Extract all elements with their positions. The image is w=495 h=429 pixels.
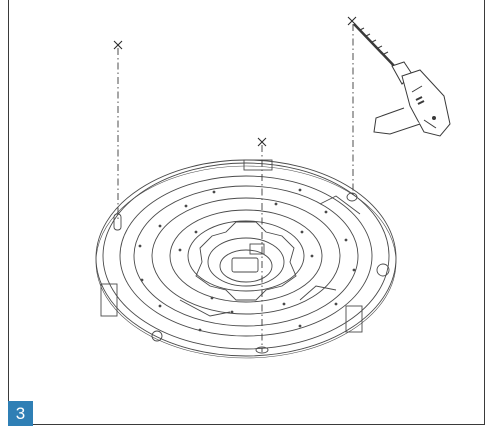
rib-cutout-a: [319, 195, 361, 215]
plate-rim-inner: [102, 162, 390, 350]
screw-boss-left: [151, 330, 163, 342]
plate-rib-2: [133, 185, 359, 327]
right-bracket: [345, 305, 363, 333]
mount-hole-front: [255, 346, 269, 354]
screw-boss-right: [376, 263, 390, 277]
plate-rib-4: [169, 209, 323, 303]
center-terminal: [249, 243, 265, 255]
drill-mark-left-icon: [113, 40, 123, 50]
rib-cutout-c: [299, 285, 337, 301]
step-number-badge: 3: [8, 401, 33, 426]
plate-dots: [138, 188, 356, 332]
plate-edge: [95, 165, 397, 359]
mount-hole-right: [346, 192, 358, 202]
rib-cutout-b: [179, 299, 231, 317]
center-hub-ring: [207, 237, 285, 287]
drill-mark-center-icon: [257, 137, 267, 147]
center-connector: [231, 257, 259, 273]
center-hub-outline: [195, 221, 297, 301]
center-hub-core: [219, 249, 273, 283]
plate-rib-3: [151, 197, 341, 315]
left-bracket: [100, 283, 118, 317]
plate-rib-1: [119, 175, 373, 337]
plate-rib-5: [187, 220, 305, 292]
power-drill-icon: [353, 23, 451, 137]
mount-slot-left: [113, 213, 122, 231]
top-clip: [243, 159, 273, 171]
